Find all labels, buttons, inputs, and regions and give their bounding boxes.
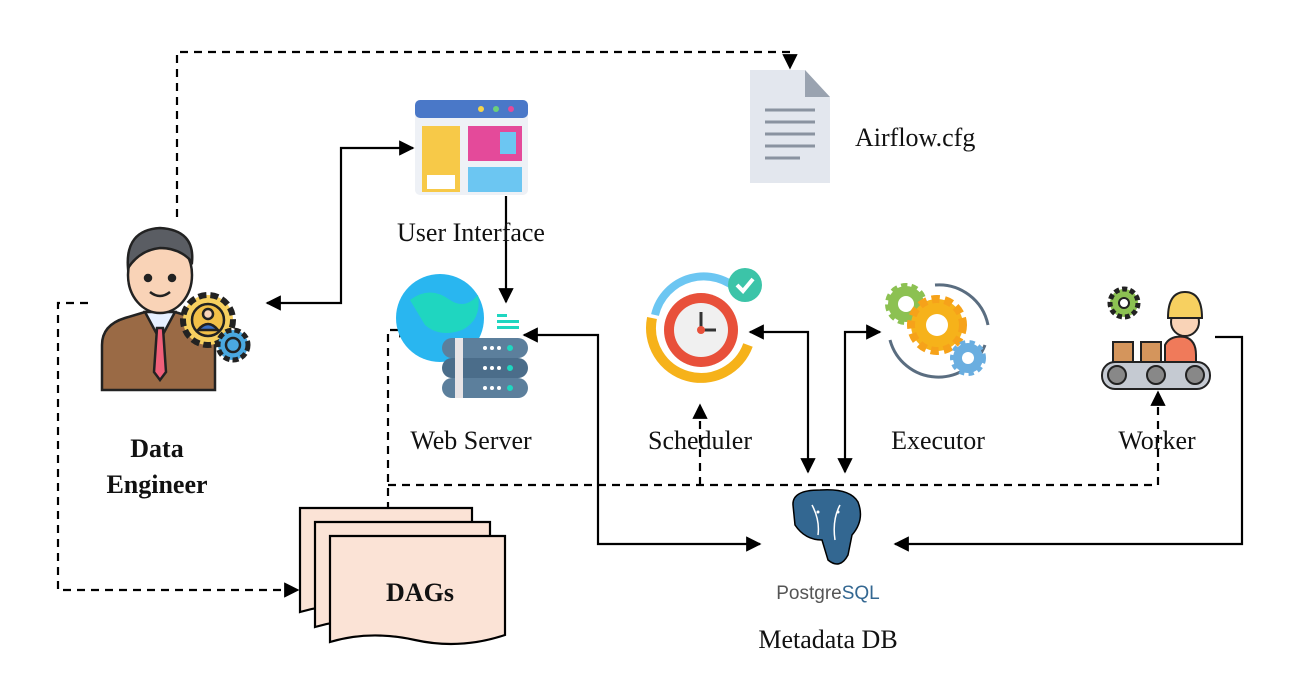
data-engineer-label-line1: Data: [130, 434, 183, 463]
postgresql-wordmark: PostgreSQL: [776, 583, 880, 604]
scheduler-icon: [646, 268, 762, 383]
web-server-icon: [396, 274, 528, 398]
metadata-db-label: Metadata DB: [758, 625, 897, 654]
edge-executor-db: [837, 324, 882, 474]
edge-scheduler-db: [748, 324, 816, 474]
config-label: Airflow.cfg: [855, 123, 975, 152]
web-server-label: Web Server: [410, 426, 532, 455]
worker-icon: [1101, 286, 1211, 390]
edge-worker-db: [893, 335, 1244, 552]
worker-label: Worker: [1118, 426, 1196, 455]
dags-icon: [298, 506, 507, 646]
data-engineer-label-line2: Engineer: [106, 470, 207, 499]
executor-label: Executor: [891, 426, 985, 455]
user-interface-icon: [415, 100, 528, 195]
edge-engineer-dags: [56, 301, 300, 598]
edge-engineer-config: [175, 50, 798, 217]
scheduler-label: Scheduler: [648, 426, 752, 455]
user-interface-label: User Interface: [397, 218, 545, 247]
postgresql-elephant-icon: [792, 489, 862, 565]
dags-label: DAGs: [386, 578, 454, 607]
config-file-icon: [750, 70, 830, 183]
edge-engineer-ui: [265, 140, 415, 311]
edge-webserver-db: [522, 327, 762, 552]
data-engineer-icon: [100, 226, 251, 392]
executor-icon: [885, 283, 990, 379]
edge-dags-webserver: [386, 322, 415, 510]
